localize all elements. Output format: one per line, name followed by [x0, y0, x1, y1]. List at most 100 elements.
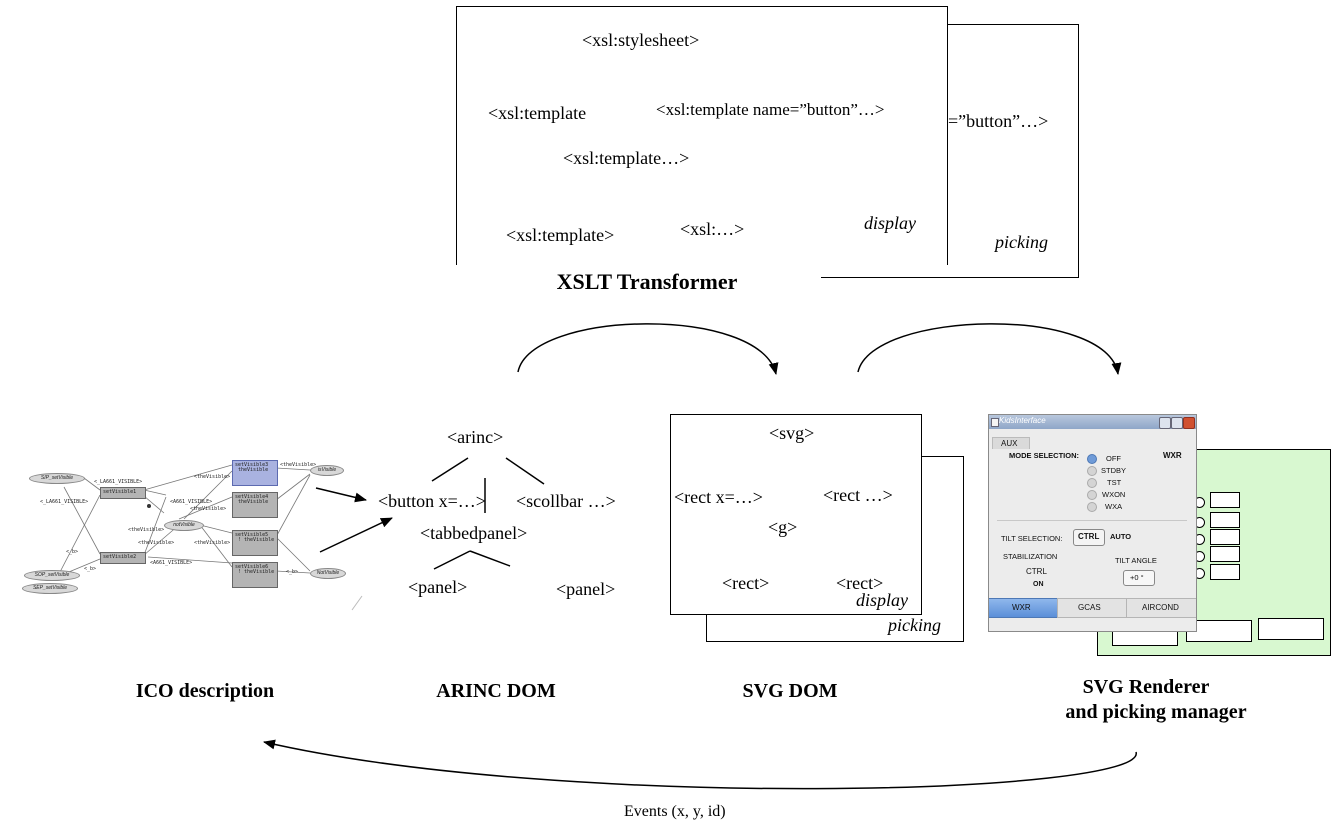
- picking-rect: [1210, 512, 1240, 528]
- maximize-icon[interactable]: [1171, 417, 1183, 429]
- mode-radio-wxa[interactable]: [1087, 502, 1097, 512]
- svgdom-root-node: <svg>: [769, 423, 815, 443]
- arinc-tabbedpanel-node: <tabbedpanel>: [420, 523, 528, 543]
- app-icon: [991, 418, 999, 427]
- tilt-ctrl-button[interactable]: [1073, 529, 1105, 546]
- ico-arc-label: <_b>: [66, 549, 79, 555]
- svgdom-rect-bottom-left: <rect>: [722, 573, 770, 593]
- ico-title: ICO description: [135, 680, 275, 702]
- window-title: KidsInterface: [999, 416, 1046, 425]
- window-divider: [997, 520, 1187, 521]
- arinc-title: ARINC DOM: [436, 680, 556, 702]
- ico-place: isVisible: [310, 465, 344, 476]
- ico-arc-label: <theVisible>: [194, 474, 231, 480]
- svgdom-g-node: <g>: [768, 517, 798, 537]
- renderer-title-line1: SVG Renderer: [1082, 676, 1210, 698]
- ico-arc-label: <_b>: [84, 566, 97, 572]
- tab-gcas-label: GCAS: [1078, 603, 1101, 612]
- xslt-node-right: <xsl:template name=”button”…>: [656, 100, 885, 119]
- mode-radio-stdby[interactable]: [1087, 466, 1097, 476]
- ico-transition: setVisible4 theVisible: [232, 492, 278, 518]
- ico-arc-label: <theVisible>: [190, 506, 227, 512]
- arinc-button-node: <button x=…>: [378, 491, 486, 511]
- close-icon[interactable]: [1183, 417, 1195, 429]
- xslt-root-node: <xsl:stylesheet>: [582, 30, 700, 50]
- mode-label-tst: TST: [1107, 478, 1122, 487]
- svgdom-title: SVG DOM: [742, 680, 838, 702]
- ico-arc-label: <theVisible>: [138, 540, 175, 546]
- xslt-display-tag: display: [864, 213, 916, 233]
- thumbnail-edge: [351, 595, 363, 611]
- svgdom-rect-bottom-right: <rect>: [836, 573, 884, 593]
- xslt-display-sheet: [456, 6, 948, 265]
- kids-interface-window: KidsInterface AUX WXR MODE SELECTION: OF…: [988, 414, 1197, 632]
- mode-label-off: OFF: [1106, 454, 1121, 463]
- xslt-leaf-right: <xsl:…>: [680, 219, 745, 239]
- ico-place: SEP_setVisible: [22, 583, 78, 594]
- tilt-selection-label: TILT SELECTION:: [1001, 534, 1063, 543]
- ico-arc-label: <_b>: [286, 569, 299, 575]
- mode-radio-off[interactable]: [1087, 454, 1097, 464]
- arinc-tree-lines: [431, 457, 545, 570]
- xslt-node-mid: <xsl:template…>: [563, 148, 690, 168]
- svgdom-display-tag: display: [856, 590, 908, 610]
- ico-arc-label: <A661_VISIBLE>: [150, 560, 193, 566]
- ico-arc-label: <theVisible>: [128, 527, 165, 533]
- stabilization-label: STABILIZATION: [1003, 552, 1058, 561]
- arinc-panel-left: <panel>: [408, 577, 468, 597]
- tab-aircond-label: AIRCOND: [1142, 603, 1179, 612]
- picking-button-rect: [1258, 618, 1324, 640]
- picking-rect: [1210, 546, 1240, 562]
- mode-label-stdby: STDBY: [1101, 466, 1127, 475]
- stab-ctrl-label: CTRL: [1026, 567, 1047, 576]
- ico-place: NotVisible: [310, 568, 346, 579]
- tilt-ctrl-label: CTRL: [1078, 532, 1100, 541]
- arinc-root-node: <arinc>: [447, 427, 504, 447]
- ico-arc-label: <_LA661_VISIBLE>: [94, 479, 143, 485]
- xslt-node-left: <xsl:template: [488, 103, 587, 123]
- ico-transition: setVisible2: [100, 552, 146, 564]
- arinc-scrollbar-node: <scollbar …>: [516, 491, 616, 511]
- ico-arc-label: <theVisible>: [280, 462, 317, 468]
- ico-place: SOP_setVisible: [24, 570, 80, 581]
- xslt-title: XSLT Transformer: [556, 269, 738, 294]
- svgdom-display-sheet: [670, 414, 922, 615]
- renderer-title-line2: and picking manager: [1065, 701, 1247, 723]
- mode-label-wxa: WXA: [1105, 502, 1123, 511]
- tilt-auto-label: AUTO: [1110, 532, 1132, 541]
- tilt-angle-field[interactable]: [1123, 570, 1155, 586]
- tilt-angle-value: +0 °: [1130, 573, 1144, 582]
- xslt-leaf-left: <xsl:template>: [506, 225, 615, 245]
- stab-on-label: ON: [1033, 581, 1044, 588]
- tab-aux[interactable]: [992, 437, 1030, 449]
- tab-wxr-label: WXR: [1012, 603, 1031, 612]
- xslt-back-fragment: =”button”…>: [948, 111, 1049, 131]
- events-label: Events (x, y, id): [624, 803, 726, 820]
- minimize-icon[interactable]: [1159, 417, 1171, 429]
- mode-label-wxon: WXON: [1102, 490, 1126, 499]
- tab-aircond[interactable]: [1126, 598, 1196, 618]
- svgdom-rect-right: <rect …>: [823, 485, 893, 505]
- mode-radio-wxon[interactable]: [1087, 490, 1097, 500]
- mode-radio-tst[interactable]: [1087, 478, 1097, 488]
- mode-selection-label: MODE SELECTION:: [1009, 451, 1080, 460]
- picking-rect: [1210, 564, 1240, 580]
- ico-arc-label: <theVisible>: [194, 540, 231, 546]
- flow-arrows: [263, 323, 1137, 790]
- svgdom-picking-tag: picking: [888, 615, 941, 635]
- svgdom-rect-left: <rect x=…>: [674, 487, 763, 507]
- tab-aux-label: AUX: [1001, 439, 1018, 448]
- window-titlebar: KidsInterface: [989, 415, 1196, 429]
- ico-place: SIP_setVisible: [29, 473, 85, 484]
- ico-arc-label: <A661_VISIBLE>: [170, 499, 213, 505]
- tilt-angle-label: TILT ANGLE: [1115, 556, 1157, 565]
- ico-transition: setVisible3 theVisible: [232, 460, 278, 486]
- arinc-panel-right: <panel>: [556, 579, 616, 599]
- ico-petri-net: SIP_setVisible SOP_setVisible SEP_setVis…: [4, 455, 364, 613]
- picking-rect: [1210, 492, 1240, 508]
- ico-transition: setVisible5 ! theVisible: [232, 530, 278, 556]
- wxr-label: WXR: [1163, 451, 1182, 460]
- ico-transition: setVisible1: [100, 487, 146, 499]
- xslt-picking-tag: picking: [995, 232, 1048, 252]
